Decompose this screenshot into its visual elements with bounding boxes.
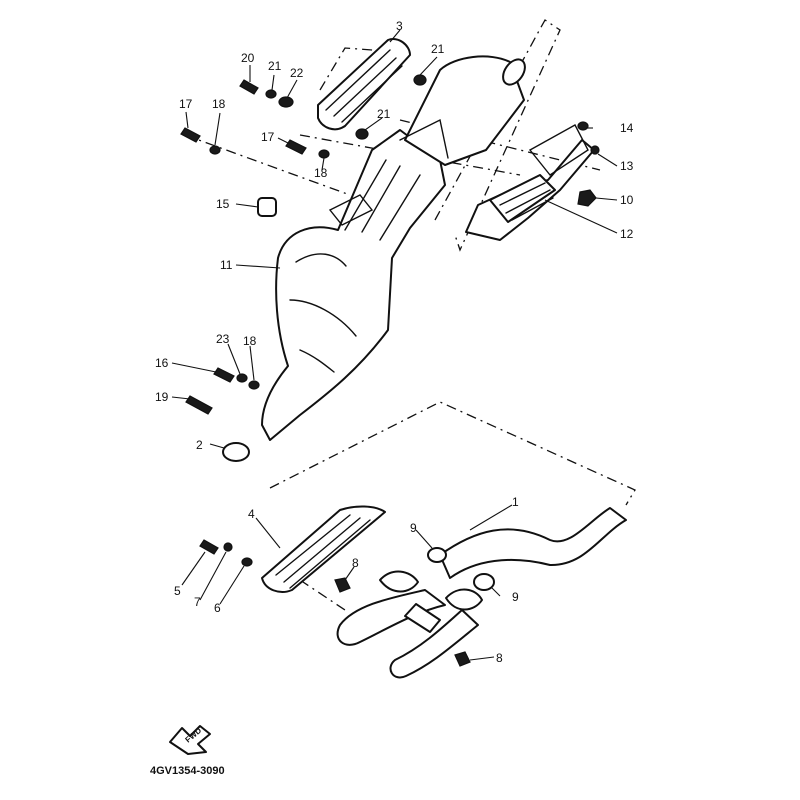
- washer-21b: [413, 74, 427, 86]
- callout-23: 23: [216, 332, 230, 346]
- nut-8b: [454, 651, 471, 667]
- callout-2: 2: [196, 438, 203, 452]
- callout-11: 11: [220, 258, 233, 272]
- callout-9: 9: [512, 590, 519, 604]
- gasket-9b: [473, 573, 495, 591]
- callout-21: 21: [377, 107, 391, 121]
- callout-21: 21: [431, 42, 445, 56]
- callout-15: 15: [216, 197, 230, 211]
- bolt-17a: [180, 127, 201, 143]
- exhaust-pipe[interactable]: [336, 507, 627, 679]
- bolt-19: [185, 395, 213, 415]
- washer-18b: [318, 149, 330, 159]
- bolt-16: [213, 367, 235, 383]
- callout-8: 8: [496, 651, 503, 665]
- callout-18: 18: [314, 166, 328, 180]
- exhaust-protector[interactable]: [261, 505, 386, 593]
- callout-18: 18: [212, 97, 226, 111]
- washer-21a: [265, 89, 277, 99]
- callout-16: 16: [155, 356, 169, 370]
- callout-20: 20: [241, 51, 255, 65]
- callout-7: 7: [194, 595, 201, 609]
- callout-12: 12: [620, 227, 634, 241]
- muffler-protector[interactable]: [317, 38, 411, 131]
- callout-5: 5: [174, 584, 181, 598]
- callout-14: 14: [620, 121, 634, 135]
- damper-15: [257, 197, 277, 217]
- bolt-5: [199, 539, 219, 555]
- gasket-9a: [427, 547, 447, 563]
- washer-23: [236, 373, 248, 383]
- washer-18a: [209, 145, 221, 155]
- gasket-2: [222, 442, 250, 462]
- callout-9: 9: [410, 521, 417, 535]
- leader-lines: [171, 29, 618, 661]
- callout-labels: 3 20 21 22 21 17 18 17 21 18 15 11 14 13…: [155, 19, 634, 665]
- callout-3: 3: [396, 19, 403, 33]
- bolt-20: [239, 79, 259, 95]
- forward-direction-badge: FWD: [169, 725, 211, 755]
- callout-10: 10: [620, 193, 634, 207]
- callout-17: 17: [179, 97, 193, 111]
- callout-1: 1: [512, 495, 519, 509]
- bolt-17b: [285, 139, 307, 155]
- callout-22: 22: [290, 66, 304, 80]
- callout-4: 4: [248, 507, 255, 521]
- callout-21: 21: [268, 59, 282, 73]
- washer-21c: [355, 128, 369, 140]
- nut-10: [577, 189, 597, 207]
- callout-8: 8: [352, 556, 359, 570]
- callout-17: 17: [261, 130, 275, 144]
- callout-18: 18: [243, 334, 257, 348]
- muffler-assembly[interactable]: [261, 55, 529, 441]
- washer-6: [241, 557, 253, 567]
- callout-6: 6: [214, 601, 221, 615]
- clip-13: [590, 145, 600, 155]
- washer-7: [223, 542, 233, 552]
- nut-14: [577, 121, 589, 131]
- nut-8a: [334, 577, 351, 593]
- washer-22: [278, 96, 294, 108]
- silencer-assembly[interactable]: [465, 124, 595, 241]
- diagram-code: 4GV1354-3090: [150, 765, 225, 777]
- washer-18c: [248, 380, 260, 390]
- callout-13: 13: [620, 159, 634, 173]
- callout-19: 19: [155, 390, 169, 404]
